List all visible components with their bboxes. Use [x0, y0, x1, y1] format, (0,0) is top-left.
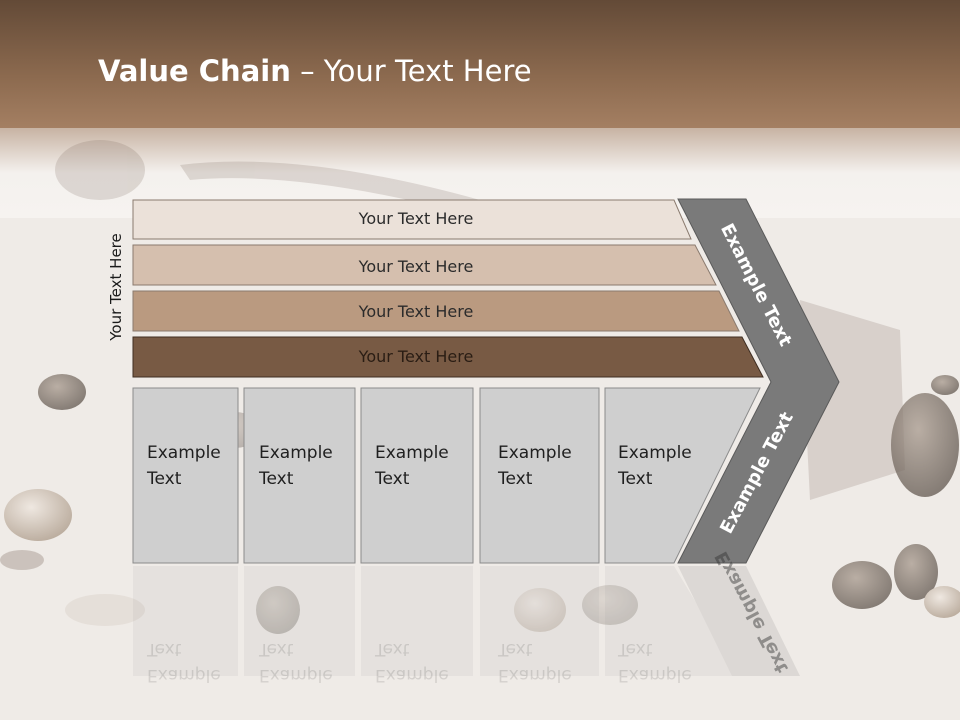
box-2-reflection: Example Text [259, 639, 333, 685]
bar-1-label: Your Text Here [358, 209, 474, 228]
box-2-label: Example Text [259, 443, 333, 489]
bar-4-label: Your Text Here [358, 347, 474, 366]
box-4-reflection: Example Text [498, 639, 572, 685]
bar-2-label: Your Text Here [358, 257, 474, 276]
box-3-reflection: Example Text [375, 639, 449, 685]
title-bold: Value Chain [98, 54, 291, 88]
side-label: Your Text Here [104, 222, 128, 352]
box-1-label: Example Text [147, 443, 221, 489]
box-5-reflection: Example Text [618, 639, 692, 685]
side-label-text: Your Text Here [107, 233, 125, 341]
box-4-label: Example Text [498, 443, 572, 489]
box-3-label: Example Text [375, 443, 449, 489]
title-rest: – Your Text Here [290, 54, 532, 88]
box-5-label: Example Text [618, 443, 692, 489]
box-1-reflection: Example Text [147, 639, 221, 685]
slide-title: Value Chain – Your Text Here [98, 54, 532, 88]
bar-3-label: Your Text Here [358, 302, 474, 321]
